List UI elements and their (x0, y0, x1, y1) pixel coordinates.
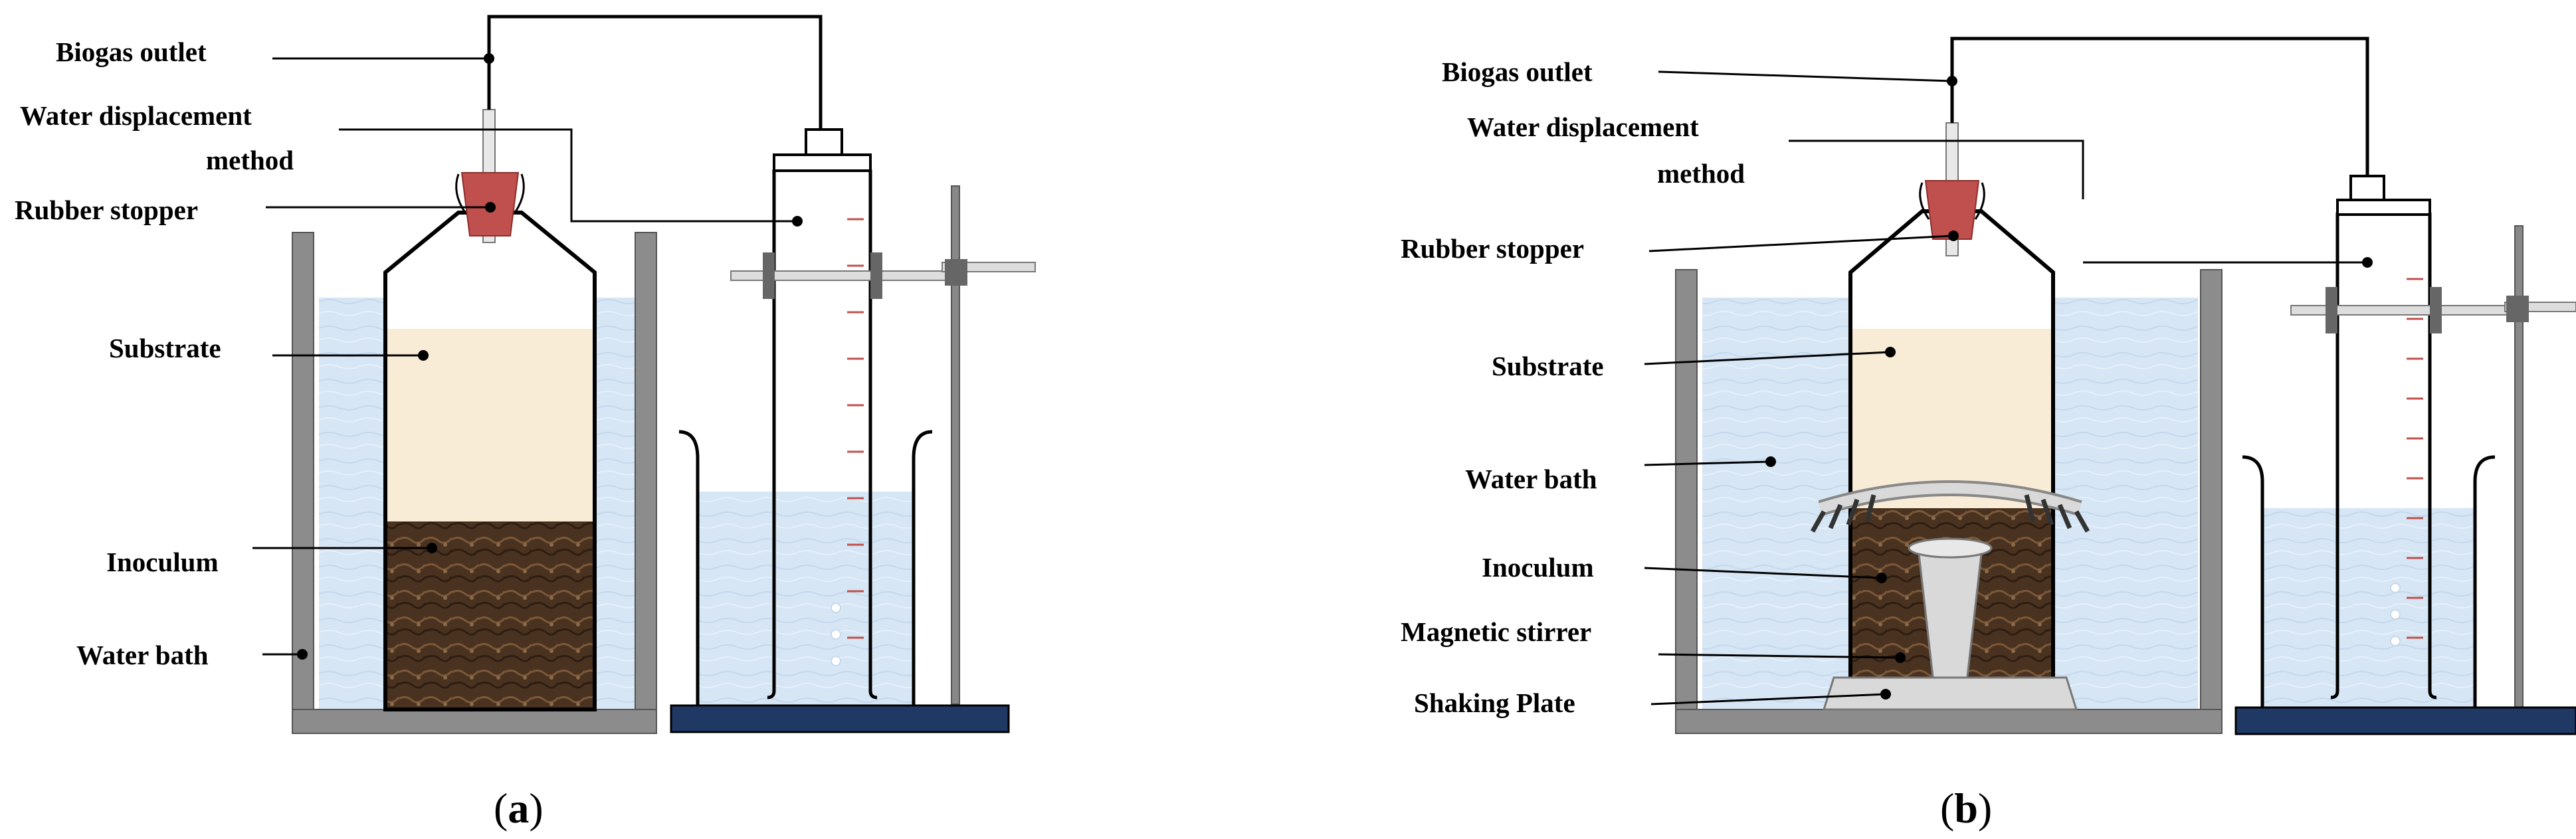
label-rubber-stopper-b: Rubber stopper (1401, 233, 1584, 264)
headspace-a (385, 272, 595, 329)
rubber-stopper-b (1924, 180, 1980, 240)
outer-beaker-b (2242, 455, 2496, 707)
substrate-a (385, 329, 595, 521)
reactor-bottle-a (383, 211, 597, 711)
caption-a: (a) (494, 785, 544, 832)
stand-base-b (2234, 706, 2576, 735)
label-water-bath-b: Water bath (1465, 464, 1597, 494)
label-biogas-outlet-b: Biogas outlet (1442, 56, 1593, 87)
label-inoculum-a: Inoculum (106, 547, 219, 577)
tank-wall-left-a (292, 232, 314, 711)
label-rubber-stopper-a: Rubber stopper (15, 195, 198, 225)
label-shaking-plate: Shaking Plate (1414, 688, 1575, 718)
tank-wall-left-b (1675, 269, 1698, 711)
scale-ticks-a (847, 218, 864, 639)
gas-line-b (1950, 37, 2369, 186)
measuring-cylinder-b (2330, 213, 2437, 699)
label-water-displacement-b-1: Water displacement (1467, 112, 1699, 142)
label-water-displacement-a-2: method (206, 145, 294, 175)
label-water-bath-a: Water bath (76, 640, 209, 670)
panel-b: Biogas outlet Water displacement method … (1401, 37, 2576, 832)
measuring-cylinder-a (767, 169, 878, 699)
panel-a: Biogas outlet Water displacement method … (15, 15, 1036, 832)
shaking-plate (1822, 676, 2078, 711)
label-biogas-outlet-a: Biogas outlet (56, 37, 207, 67)
label-water-displacement-b-2: method (1657, 158, 1745, 189)
stand-rod-a (951, 185, 960, 705)
label-inoculum-b: Inoculum (1482, 552, 1594, 583)
tank-wall-right-a (635, 232, 657, 711)
cylinder-water-a (779, 555, 865, 698)
magnetic-stirrer (1810, 480, 2090, 696)
scale-ticks-b (2407, 278, 2423, 639)
tank-base-a (292, 709, 657, 734)
gas-line-a (487, 15, 823, 130)
inoculum-a (385, 521, 595, 709)
caption-b: (b) (1940, 785, 1992, 832)
substrate-b (1850, 329, 2053, 508)
tank-base-b (1675, 709, 2223, 734)
tank-wall-right-b (2200, 269, 2223, 711)
stand-base-a (670, 704, 1010, 733)
label-substrate-b: Substrate (1492, 351, 1604, 381)
cylinder-water-b (2342, 568, 2425, 694)
label-substrate-a: Substrate (109, 333, 221, 363)
outer-beaker-a (678, 430, 933, 705)
label-water-displacement-a-1: Water displacement (20, 100, 252, 131)
label-magnetic-stirrer: Magnetic stirrer (1401, 616, 1591, 647)
